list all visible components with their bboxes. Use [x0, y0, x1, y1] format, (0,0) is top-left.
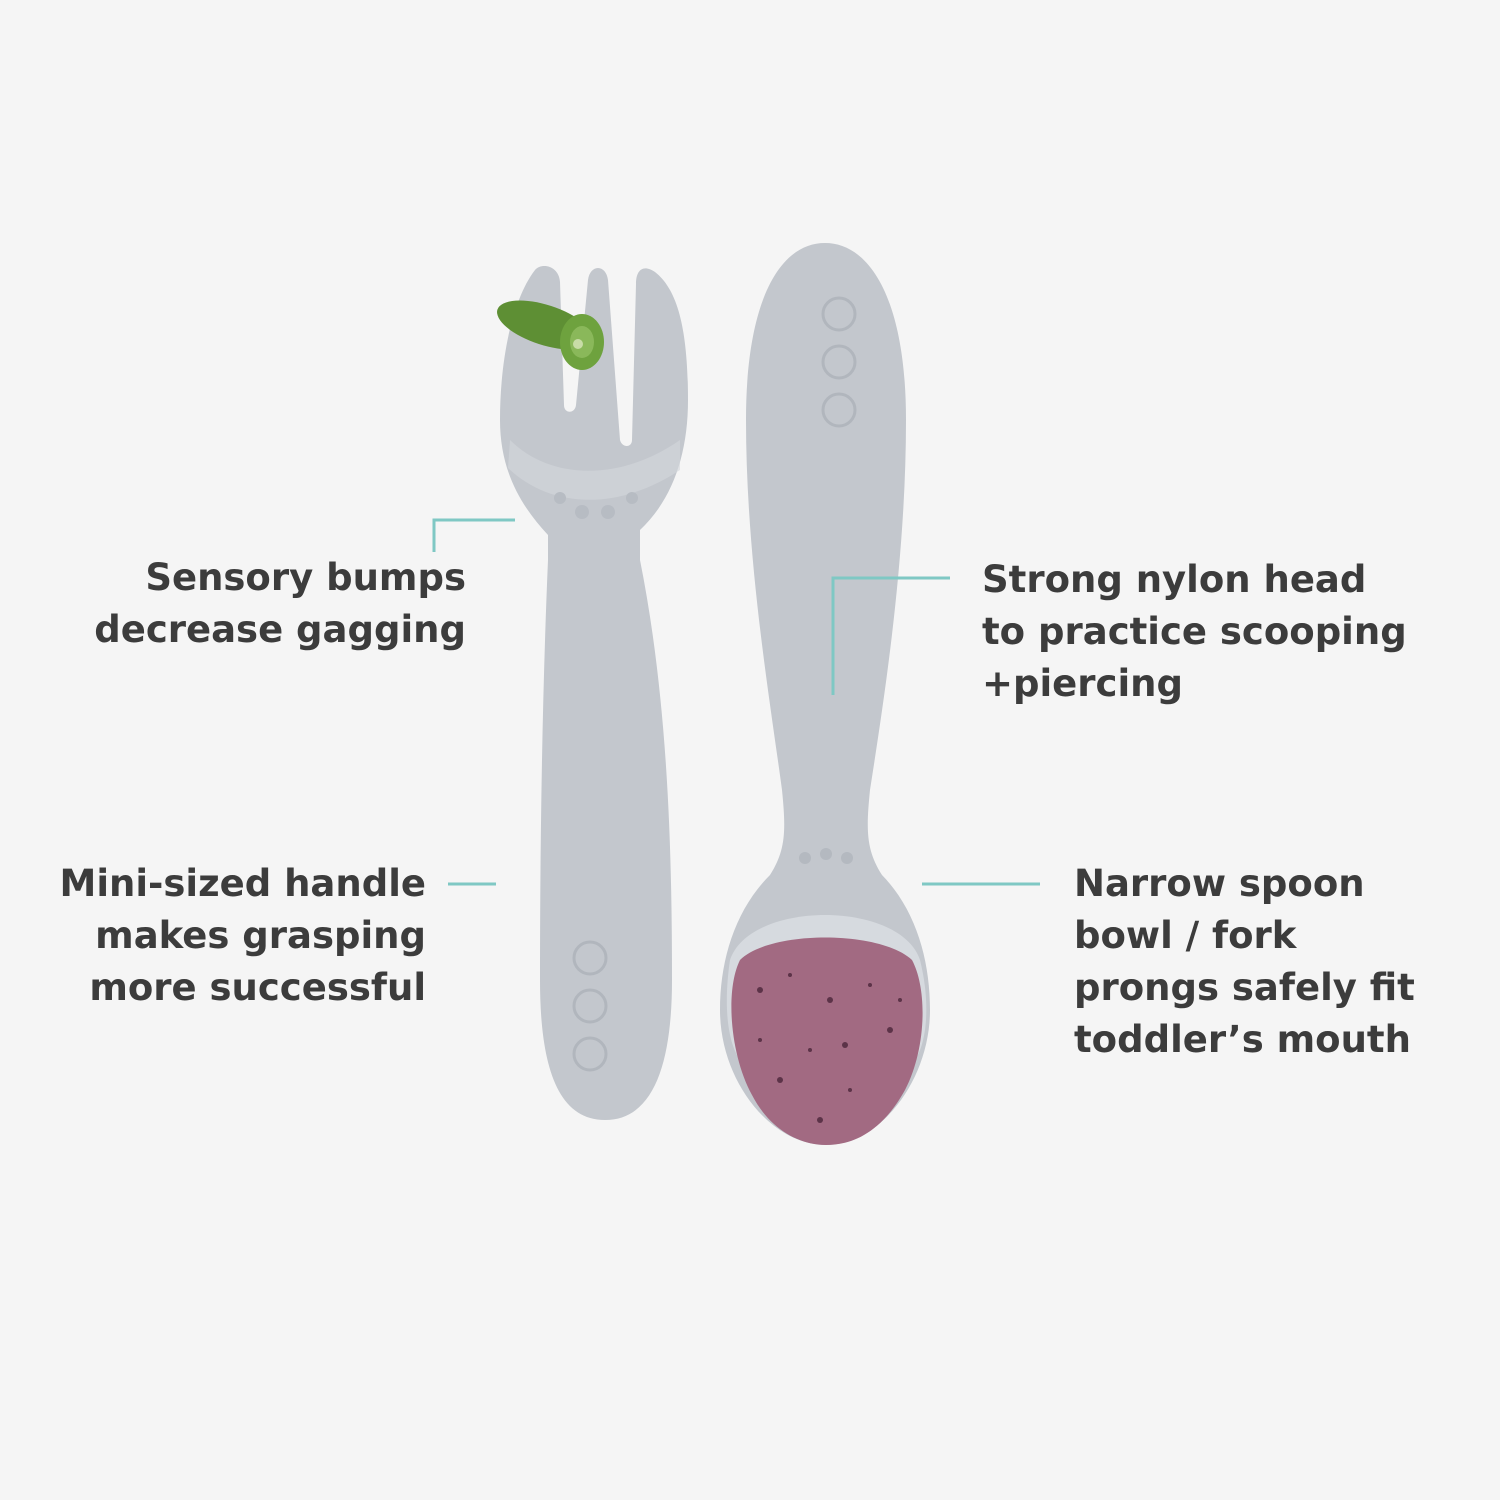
green-bean-icon — [497, 300, 604, 370]
callout-line: Sensory bumps — [145, 556, 466, 599]
callout-line: Strong nylon head — [982, 558, 1367, 601]
sensory-leader-line — [432, 518, 515, 552]
sensory-bumps-callout: Sensory bumps decrease gagging — [94, 552, 466, 656]
spoon-sensory-bumps — [799, 848, 853, 864]
callout-line: +piercing — [982, 662, 1183, 705]
callout-line: decrease gagging — [94, 608, 466, 651]
callout-line: Narrow spoon — [1074, 862, 1365, 905]
callout-line: toddler’s mouth — [1074, 1018, 1411, 1061]
berry-puree-icon — [731, 937, 923, 1145]
fork-icon — [500, 266, 688, 1120]
callout-line: to practice scooping — [982, 610, 1407, 653]
mini-handle-callout: Mini-sized handle makes grasping more su… — [60, 858, 427, 1014]
spoon-ezpz-logo-icon — [821, 296, 857, 428]
nylon-leader-line — [831, 576, 950, 695]
narrow-spoon-callout: Narrow spoon bowl / fork prongs safely f… — [1074, 858, 1415, 1066]
callout-line: prongs safely fit — [1074, 966, 1415, 1009]
fork-sensory-bumps — [554, 492, 638, 519]
callout-line: more successful — [89, 966, 426, 1009]
fork-ezpz-logo-icon — [572, 940, 608, 1072]
callout-line: bowl / fork — [1074, 914, 1297, 957]
callout-line: Mini-sized handle — [59, 862, 427, 905]
nylon-head-callout: Strong nylon head to practice scooping +… — [982, 554, 1407, 710]
callout-line: makes grasping — [95, 914, 426, 957]
